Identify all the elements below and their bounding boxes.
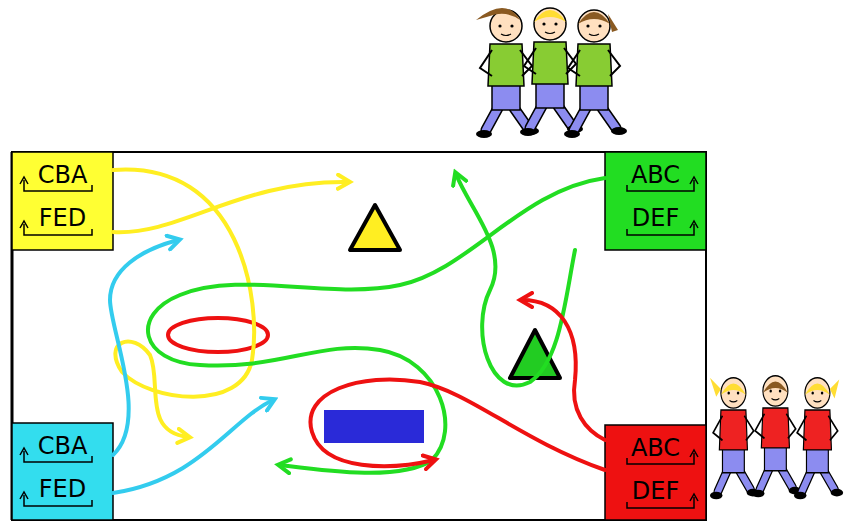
- player-order: FED: [12, 476, 113, 502]
- player-order: FED: [12, 205, 113, 231]
- station-box: CBA FED: [12, 423, 113, 520]
- player-order: ABC: [605, 162, 706, 188]
- station-box: ABC DEF: [605, 152, 706, 250]
- player-order: CBA: [12, 162, 113, 188]
- player-order: ABC: [605, 435, 706, 461]
- player-order: DEF: [605, 478, 706, 504]
- station-box: ABC DEF: [605, 425, 706, 520]
- player-order: CBA: [12, 433, 113, 459]
- station-box: CBA FED: [12, 152, 113, 250]
- player-order: DEF: [605, 205, 706, 231]
